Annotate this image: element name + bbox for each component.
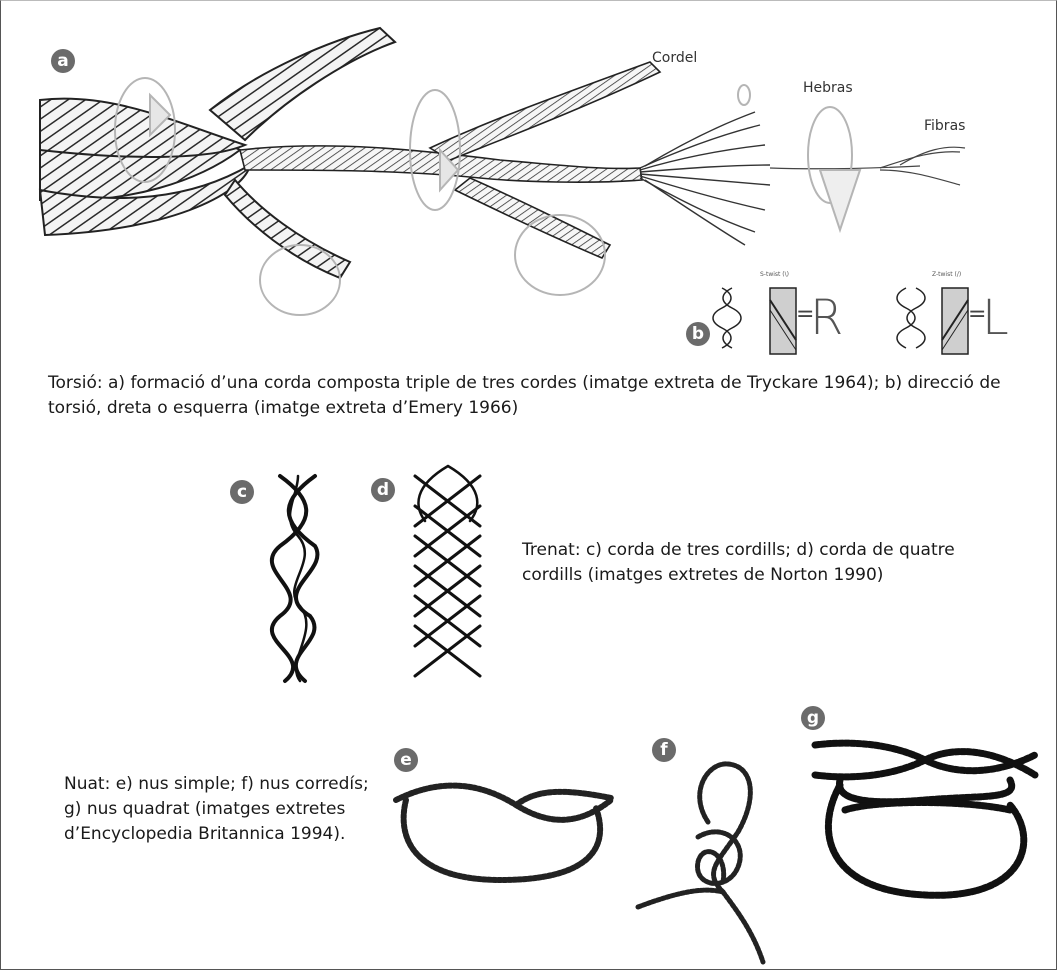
caption-trenat: Trenat: c) corda de tres cordills; d) co…	[522, 538, 992, 588]
three-strand-braid	[270, 476, 330, 686]
letter-r: R	[810, 294, 843, 342]
label-fibras: Fibras	[924, 118, 965, 134]
label-cordel: Cordel	[652, 50, 697, 66]
s-twist-label: S-twist (\)	[760, 271, 789, 278]
badge-b: b	[686, 322, 710, 346]
badge-f: f	[652, 738, 676, 762]
z-twist-rope	[897, 288, 925, 348]
caption-nuat: Nuat: e) nus simple; f) nus corredís; g)…	[64, 772, 374, 847]
square-knot	[815, 740, 1045, 930]
z-twist-label: Z-twist (/)	[932, 271, 961, 278]
badge-c: c	[230, 480, 254, 504]
label-hebras: Hebras	[803, 80, 853, 96]
badge-d: d	[371, 478, 395, 502]
running-knot	[628, 762, 798, 962]
s-twist-section	[770, 288, 796, 354]
letter-l: L	[982, 294, 1009, 342]
s-twist-rope	[713, 288, 741, 348]
fibras-strands	[770, 147, 965, 185]
hebras-splay	[640, 112, 770, 245]
caption-torsio: Torsió: a) formació d’una corda composta…	[48, 371, 1048, 421]
badge-g: g	[801, 706, 825, 730]
z-twist-section	[942, 288, 968, 354]
simple-knot	[396, 700, 636, 830]
four-strand-braid	[410, 466, 485, 686]
